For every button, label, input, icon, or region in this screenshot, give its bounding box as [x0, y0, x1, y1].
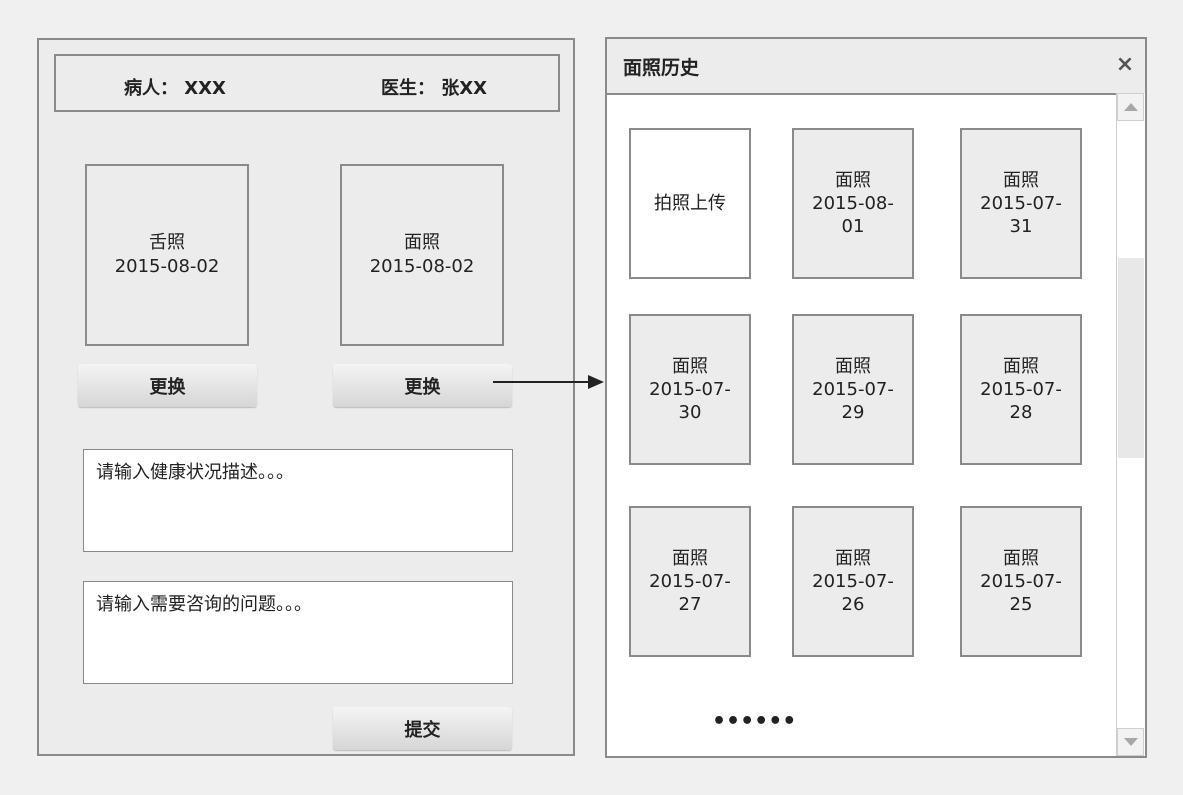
history-item[interactable]: 面照 2015-07-29 — [792, 314, 914, 465]
history-item-title: 面照 — [672, 356, 708, 377]
history-item-title: 面照 — [835, 170, 871, 191]
submit-button[interactable]: 提交 — [333, 707, 512, 750]
flow-arrow-line — [493, 381, 590, 383]
tongue-photo[interactable]: 舌照 2015-08-02 — [85, 164, 249, 346]
dialog-title-bar: 面照历史 × — [607, 39, 1145, 95]
header-box: 病人： XXX 医生： 张XX — [54, 54, 560, 112]
history-item-date: 2015-07-26 — [812, 571, 894, 615]
face-photo[interactable]: 面照 2015-08-02 — [340, 164, 504, 346]
close-icon[interactable]: × — [1115, 52, 1135, 77]
tongue-photo-date: 2015-08-02 — [114, 256, 220, 277]
doctor-label: 医生： 张XX — [381, 78, 488, 99]
history-item[interactable]: 面照 2015-07-28 — [960, 314, 1082, 465]
history-item-title: 面照 — [672, 548, 708, 569]
history-item-title: 面照 — [1003, 548, 1039, 569]
history-item-title: 面照 — [835, 548, 871, 569]
history-item-title: 面照 — [1003, 170, 1039, 191]
history-item[interactable]: 面照 2015-07-26 — [792, 506, 914, 657]
flow-arrow-head-icon — [588, 375, 604, 389]
history-item-date: 2015-07-25 — [980, 571, 1062, 615]
history-item-date: 2015-08-01 — [812, 193, 894, 237]
scrollbar-thumb[interactable] — [1118, 258, 1144, 458]
vertical-scrollbar[interactable] — [1116, 93, 1145, 756]
arrow-down-icon — [1123, 738, 1138, 746]
face-photo-date: 2015-08-02 — [369, 256, 475, 277]
take-photo-upload-button[interactable]: 拍照上传 — [629, 128, 751, 279]
question-input[interactable] — [83, 581, 513, 684]
history-item-date: 2015-07-28 — [980, 379, 1062, 423]
more-indicator: •••••• — [712, 709, 797, 734]
history-item-date: 2015-07-31 — [980, 193, 1062, 237]
history-item[interactable]: 面照 2015-07-31 — [960, 128, 1082, 279]
scroll-up-button[interactable] — [1117, 93, 1144, 121]
tongue-photo-title: 舌照 — [149, 232, 185, 253]
history-item-title: 面照 — [1003, 356, 1039, 377]
history-item[interactable]: 面照 2015-08-01 — [792, 128, 914, 279]
upload-label: 拍照上传 — [654, 193, 726, 214]
change-face-photo-button[interactable]: 更换 — [333, 364, 512, 407]
history-item[interactable]: 面照 2015-07-30 — [629, 314, 751, 465]
patient-label: 病人： XXX — [124, 78, 226, 99]
history-item-date: 2015-07-29 — [812, 379, 894, 423]
history-item[interactable]: 面照 2015-07-25 — [960, 506, 1082, 657]
history-item-date: 2015-07-27 — [649, 571, 731, 615]
face-photo-history-dialog: 面照历史 × 拍照上传 面照 2015-08-01 面照 2015-07-31 … — [605, 37, 1147, 758]
history-item-title: 面照 — [835, 356, 871, 377]
health-description-input[interactable] — [83, 449, 513, 552]
arrow-up-icon — [1123, 103, 1138, 111]
consultation-panel: 病人： XXX 医生： 张XX 舌照 2015-08-02 面照 2015-08… — [37, 38, 575, 756]
face-photo-title: 面照 — [404, 232, 440, 253]
dialog-title: 面照历史 — [623, 57, 700, 79]
change-tongue-photo-button[interactable]: 更换 — [78, 364, 257, 407]
history-item[interactable]: 面照 2015-07-27 — [629, 506, 751, 657]
history-item-date: 2015-07-30 — [649, 379, 731, 423]
scroll-down-button[interactable] — [1117, 728, 1144, 756]
